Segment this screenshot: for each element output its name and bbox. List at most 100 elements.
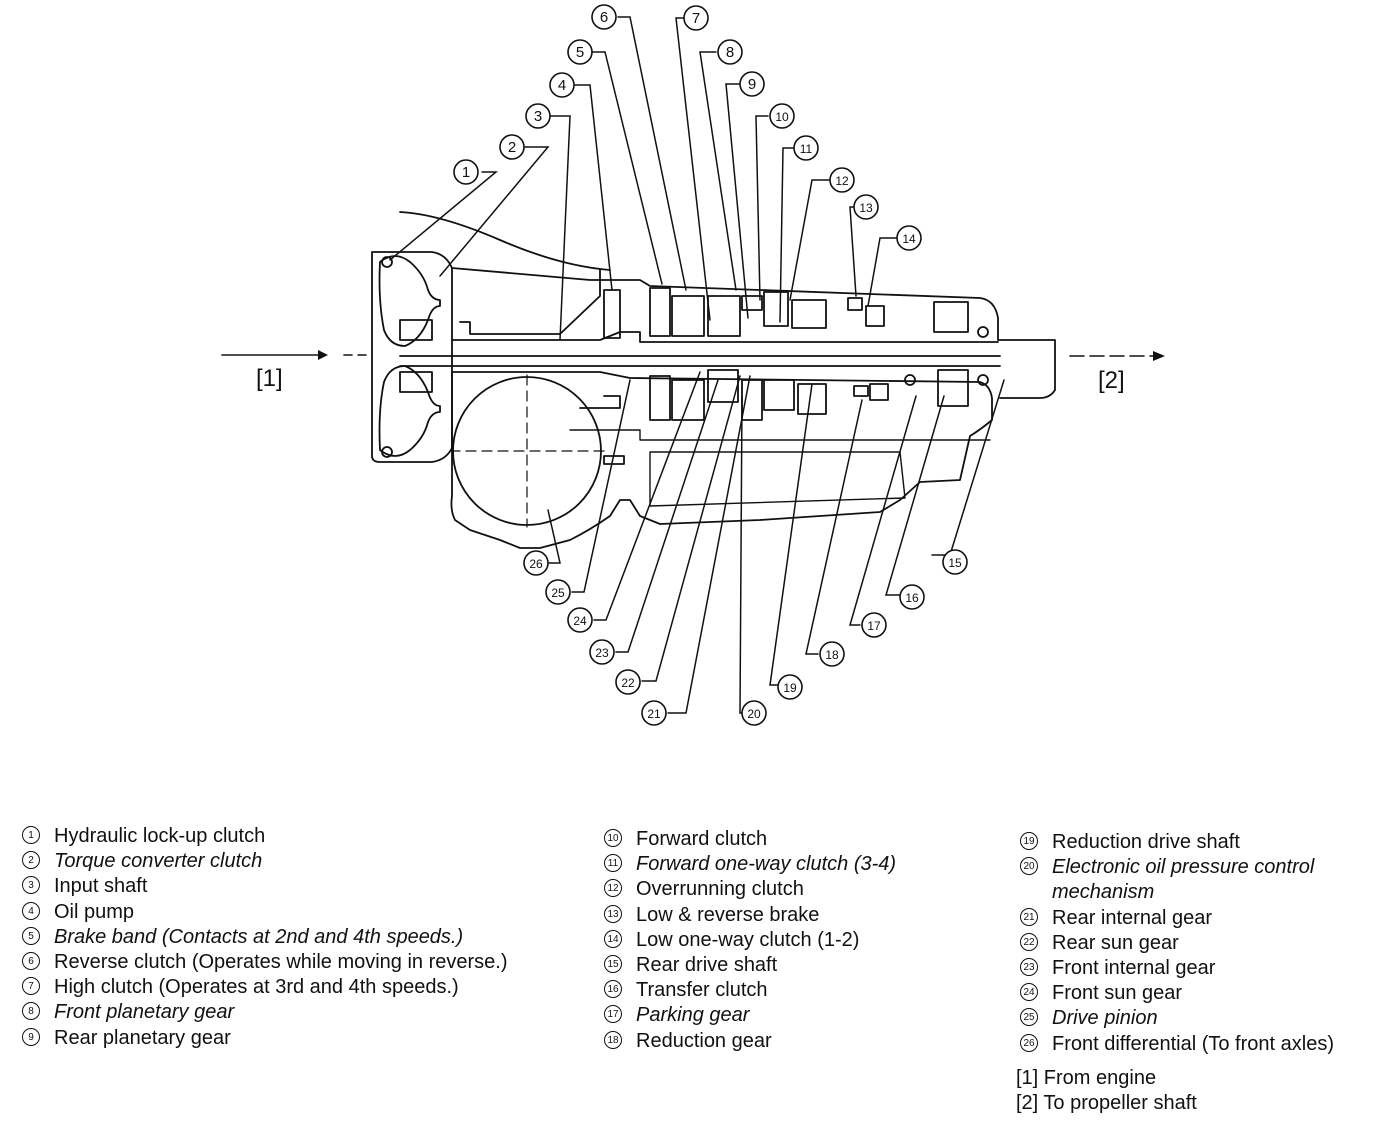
callout-25: 25 — [545, 579, 571, 605]
legend-text: Drive pinion — [1052, 1007, 1158, 1030]
legend-text: Rear planetary gear — [54, 1026, 231, 1049]
transmission-case-lower — [450, 371, 993, 549]
callout-5: 5 — [567, 39, 593, 65]
legend-number-badge: 18 — [604, 1030, 622, 1049]
legend-text: Reduction drive shaft — [1052, 831, 1240, 853]
legend-number-badge: 21 — [1020, 907, 1038, 926]
legend-text: Hydraulic lock-up clutch — [54, 825, 266, 847]
legend-text: Front sun gear — [1052, 982, 1183, 1005]
legend-text: Low & reverse brake — [636, 903, 820, 926]
input-label: [1] — [256, 365, 283, 392]
callout-number: 2 — [508, 139, 516, 156]
callout-number: 7 — [692, 10, 700, 27]
legend-text: Low one-way clutch (1-2) — [636, 928, 860, 951]
callout-number: 6 — [600, 9, 608, 26]
legend-number-badge: 2 — [22, 851, 40, 870]
legend-text: Rear sun gear — [1052, 931, 1179, 954]
legend-number-badge: 22 — [1020, 932, 1038, 951]
legend-text: Front internal gear — [1052, 957, 1216, 980]
callout-19: 19 — [777, 674, 803, 700]
legend-item: 14 Low one-way clutch (1-2) — [604, 928, 896, 953]
legend-number-badge: 14 — [604, 929, 622, 948]
callout-number: 25 — [551, 586, 565, 600]
callout-number: 5 — [576, 44, 584, 61]
callout-number: 22 — [621, 676, 635, 690]
callout-number: 26 — [529, 557, 543, 571]
legend-number-badge: 24 — [1020, 983, 1038, 1002]
legend-item: 11 Forward one-way clutch (3-4) — [604, 852, 896, 877]
legend-number-badge: 19 — [1020, 832, 1038, 850]
note-from-engine: [1] From engine — [1016, 1067, 1157, 1089]
callout-18: 18 — [819, 641, 845, 667]
callout-8: 8 — [717, 39, 743, 65]
legend-item: 19 Reduction drive shaft — [1020, 830, 1334, 855]
callout-3: 3 — [525, 103, 551, 129]
legend-number-badge: 16 — [604, 980, 622, 999]
legend-text: Reverse clutch (Operates while moving in… — [54, 951, 508, 974]
legend-text: Rear internal gear — [1052, 906, 1213, 929]
legend-item: 6 Reverse clutch (Operates while moving i… — [22, 950, 508, 975]
callout-number: 24 — [573, 614, 587, 628]
callout-7: 7 — [683, 5, 709, 31]
callout-number: 20 — [747, 707, 761, 721]
legend-number-badge: 5 — [22, 926, 40, 945]
legend-text: Forward one-way clutch (3-4) — [636, 853, 897, 876]
legend-text: Front differential (To front axles) — [1052, 1032, 1334, 1055]
callout-number: 10 — [775, 110, 789, 124]
callout-number: 21 — [647, 707, 661, 721]
callout-16: 16 — [899, 584, 925, 610]
legend-number-badge: 10 — [604, 829, 622, 847]
legend-text: Electronic oil pressure control mechanis… — [1052, 856, 1315, 904]
callout-number: 17 — [867, 619, 881, 633]
callout-11: 11 — [793, 135, 819, 161]
legend-text: Overrunning clutch — [636, 878, 804, 901]
callout-number: 23 — [595, 646, 609, 660]
callout-number: 13 — [859, 201, 873, 215]
legend-item: 25 Drive pinion — [1020, 1006, 1334, 1031]
legend-number-badge: 3 — [22, 876, 40, 895]
callout-number: 11 — [800, 142, 813, 156]
legend-item: 21 Rear internal gear — [1020, 906, 1334, 931]
callout-number: 3 — [534, 108, 542, 125]
legend-number-badge: 6 — [22, 952, 40, 971]
callout-10: 10 — [769, 103, 795, 129]
torque-converter-housing — [371, 251, 453, 463]
callout-20: 20 — [741, 700, 767, 726]
callout-15: 15 — [942, 549, 968, 575]
callout-number: 15 — [948, 556, 962, 570]
callout-number: 16 — [905, 591, 919, 605]
legend-text: Oil pump — [54, 900, 135, 923]
callout-26: 26 — [523, 550, 549, 576]
transmission-case-upper — [451, 267, 999, 341]
legend-number-badge: 25 — [1020, 1008, 1038, 1027]
callout-21: 21 — [641, 700, 667, 726]
legend-number-badge: 12 — [604, 879, 622, 898]
callout-number: 12 — [835, 174, 849, 188]
legend-text: Front planetary gear — [54, 1001, 235, 1024]
legend-item: 22 Rear sun gear — [1020, 931, 1334, 956]
note-to-propeller-shaft: [2] To propeller shaft — [1016, 1092, 1197, 1114]
legend-number-badge: 17 — [604, 1005, 622, 1024]
callout-1: 1 — [453, 159, 479, 185]
callout-9: 9 — [739, 71, 765, 97]
callout-number: 4 — [558, 77, 566, 94]
legend-number-badge: 11 — [604, 854, 622, 873]
legend-item: 12 Overrunning clutch — [604, 877, 896, 902]
legend-text: Rear drive shaft — [636, 954, 778, 977]
legend-number-badge: 7 — [22, 977, 40, 996]
